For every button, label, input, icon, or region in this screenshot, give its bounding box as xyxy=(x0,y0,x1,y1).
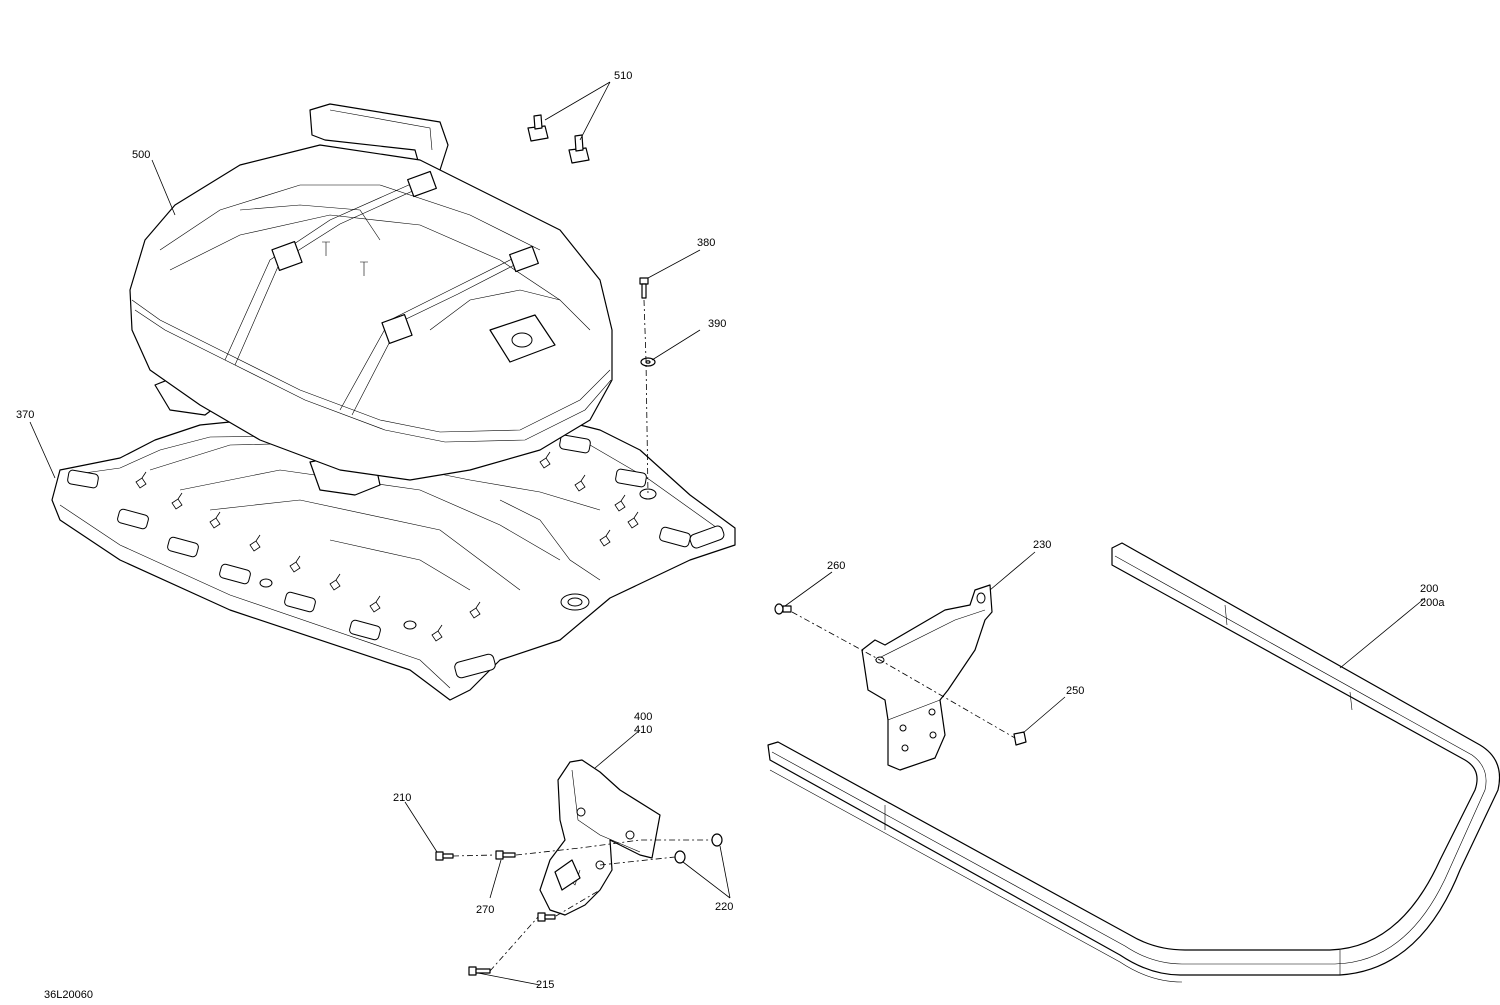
callout-410: 410 xyxy=(634,724,652,736)
callout-230: 230 xyxy=(1033,539,1051,551)
diagram-reference-code: 36L20060 xyxy=(44,989,93,1001)
assembly-axis-380 xyxy=(643,299,649,496)
frame-200 xyxy=(767,542,1500,983)
mount-bracket-400 xyxy=(539,759,661,916)
screw-260 xyxy=(774,603,792,615)
assembly-axis-210 xyxy=(452,839,712,857)
bolt-380 xyxy=(639,277,649,299)
bolt-270 xyxy=(495,850,516,860)
callout-200a: 200a xyxy=(1420,597,1445,609)
callout-380: 380 xyxy=(697,237,715,249)
bolt-215 xyxy=(468,912,556,976)
t-nut-510 xyxy=(527,114,590,164)
assembly-axis-220 xyxy=(599,856,676,866)
leader-lines xyxy=(29,81,1426,986)
washer-390 xyxy=(640,357,656,367)
callout-250: 250 xyxy=(1066,685,1084,697)
callout-510: 510 xyxy=(614,70,632,82)
bracket-230 xyxy=(861,584,993,771)
callout-labels: 510 500 380 390 370 260 230 200 200a 250… xyxy=(16,70,1445,991)
callout-370: 370 xyxy=(16,409,34,421)
callout-500: 500 xyxy=(132,149,150,161)
callout-210: 210 xyxy=(393,792,411,804)
assembly-axis-260 xyxy=(791,611,1016,739)
callout-215: 215 xyxy=(536,979,554,991)
assembly-axis-215 xyxy=(489,889,601,972)
callout-400: 400 xyxy=(634,711,652,723)
rack-370 xyxy=(51,419,736,701)
callout-260: 260 xyxy=(827,560,845,572)
callout-270: 270 xyxy=(476,904,494,916)
bolt-210 xyxy=(435,851,454,861)
callout-220: 220 xyxy=(715,901,733,913)
callout-390: 390 xyxy=(708,318,726,330)
nut-250 xyxy=(1013,731,1027,746)
storage-case-500 xyxy=(129,103,613,496)
nuts-220 xyxy=(674,833,723,864)
callout-200: 200 xyxy=(1420,583,1438,595)
